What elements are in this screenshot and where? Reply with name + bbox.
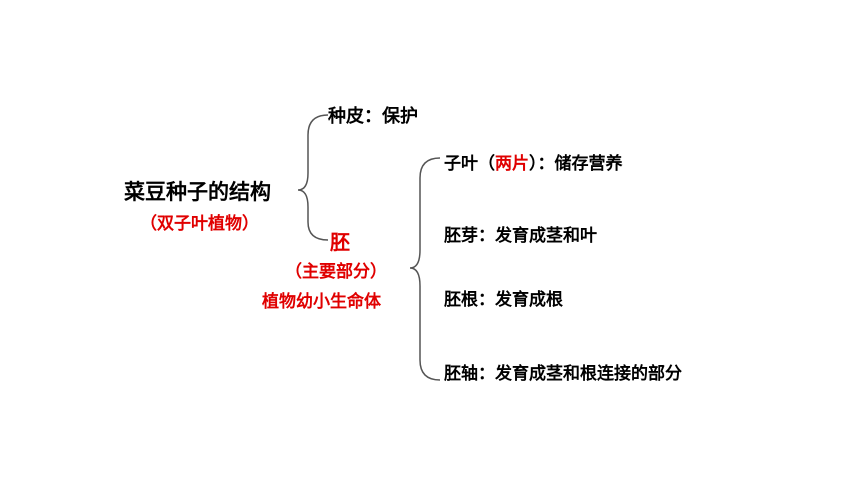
cotyledon-label: 子叶（两片）：储存营养 <box>444 156 623 173</box>
hypocotyl-label: 胚轴：发育成茎和根连接的部分 <box>444 364 682 384</box>
embryo-label: 胚 <box>330 230 350 254</box>
cotyledon-prefix: 子叶（ <box>444 154 495 174</box>
root-subtitle: （双子叶植物） <box>140 214 259 234</box>
brace-root <box>297 114 329 241</box>
seed-coat-label: 种皮：保护 <box>328 106 418 127</box>
brace-embryo <box>409 157 441 381</box>
embryo-note: （主要部分） <box>285 262 387 282</box>
cotyledon-highlight: 两片 <box>495 154 529 174</box>
radicle-label: 胚根：发育成根 <box>444 290 563 310</box>
embryo-desc: 植物幼小生命体 <box>262 292 381 312</box>
cotyledon-suffix: ）：储存营养 <box>529 154 623 174</box>
root-title: 菜豆种子的结构 <box>124 180 271 204</box>
plumule-label: 胚芽：发育成茎和叶 <box>444 226 597 246</box>
